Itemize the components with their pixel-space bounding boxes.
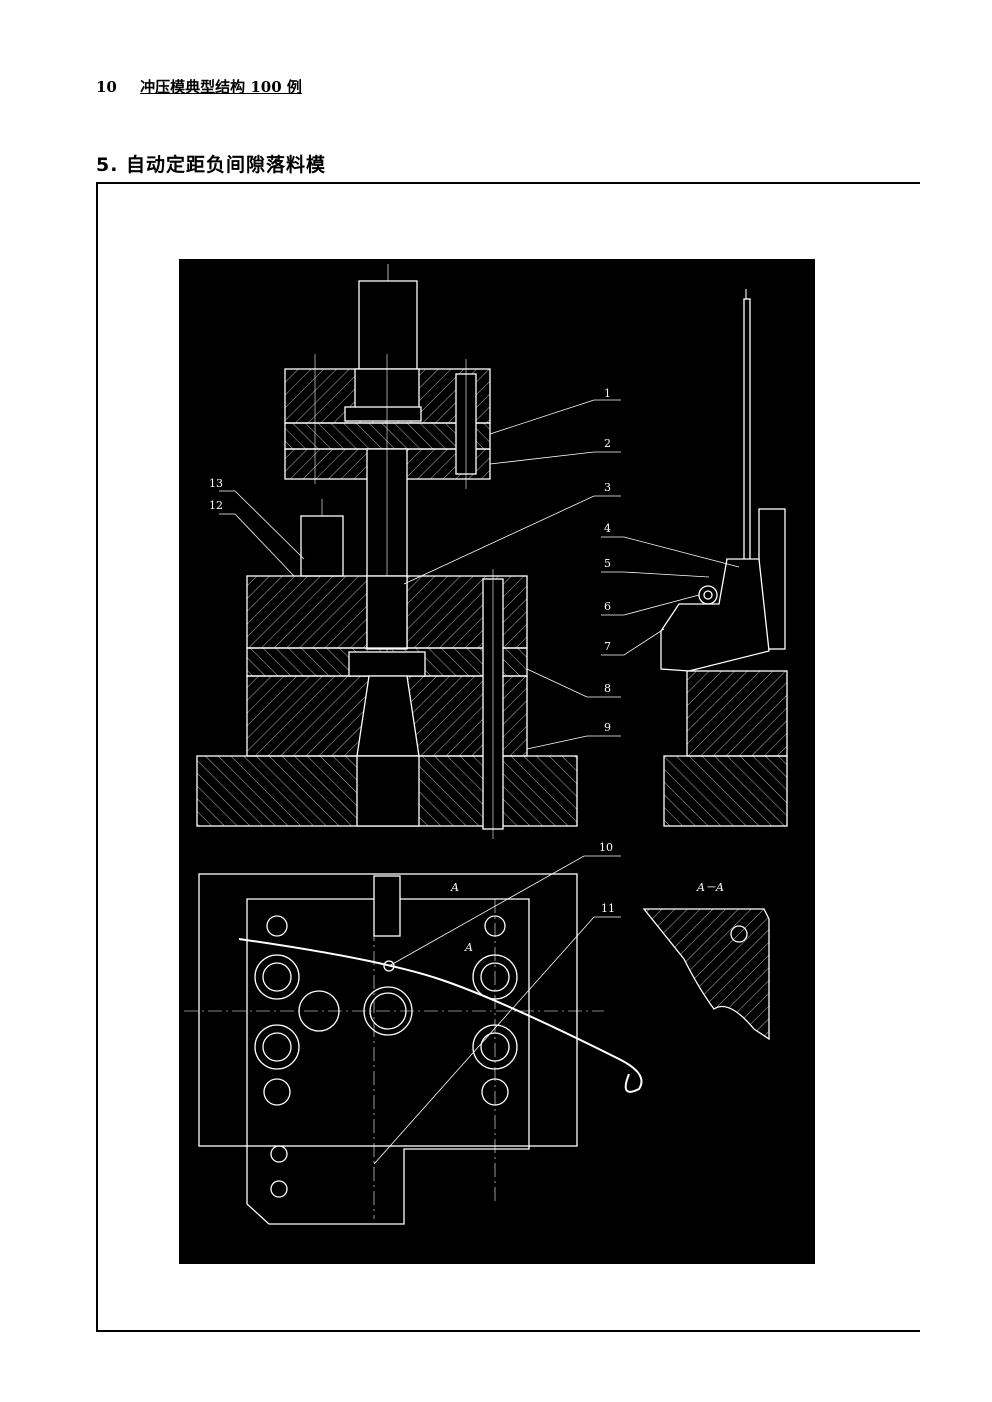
part-label-9: 9 xyxy=(604,721,611,734)
part-label-5: 5 xyxy=(604,557,611,570)
running-header: 10 冲压模典型结构 100 例 xyxy=(96,76,302,97)
part-label-2: 2 xyxy=(604,437,611,450)
part-label-8: 8 xyxy=(604,682,611,695)
part-label-13: 13 xyxy=(209,477,223,490)
part-label-12: 12 xyxy=(209,499,223,512)
part-labels: 1 2 3 4 5 6 7 8 9 10 11 12 13 A A A－A xyxy=(209,387,724,954)
side-view xyxy=(660,289,788,827)
part-label-6: 6 xyxy=(604,600,611,613)
page-number: 10 xyxy=(96,78,117,96)
section-title: 5. 自动定距负间隙落料模 xyxy=(96,154,327,176)
figure-frame xyxy=(96,182,920,1332)
part-label-11: 11 xyxy=(601,902,615,915)
part-label-7: 7 xyxy=(604,640,611,653)
book-title: 冲压模典型结构 100 例 xyxy=(140,78,302,96)
section-mark-bottom: A xyxy=(464,941,473,954)
part-label-4: 4 xyxy=(604,522,611,535)
engineering-drawing: 1 2 3 4 5 6 7 8 9 10 11 12 13 A A A－A xyxy=(179,259,815,1264)
leader-lines xyxy=(219,399,740,1165)
part-label-1: 1 xyxy=(604,387,611,400)
front-section-view xyxy=(196,264,578,839)
section-mark-top: A xyxy=(450,881,459,894)
section-view-label: A－A xyxy=(696,881,724,894)
part-label-3: 3 xyxy=(604,481,611,494)
part-label-10: 10 xyxy=(599,841,613,854)
section-A-A-view xyxy=(642,908,770,1041)
plan-view xyxy=(184,873,643,1225)
